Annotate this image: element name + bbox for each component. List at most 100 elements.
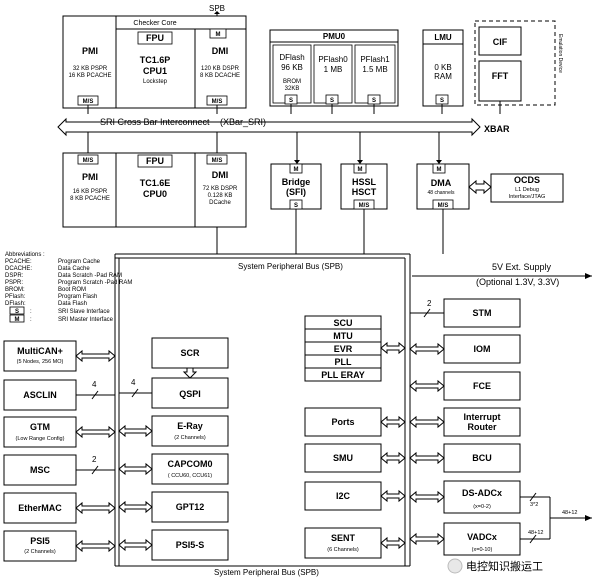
hssl-port-top: M: [358, 167, 363, 173]
abbrev-key: PFlash:: [5, 294, 26, 300]
fft-block: [478, 60, 522, 102]
abbrev-value: Program Scratch -Pad RAM: [58, 280, 132, 286]
sent-title: SENT: [331, 533, 356, 543]
qspi-bus-width: 4: [131, 378, 136, 387]
multican-title: MultiCAN+: [17, 346, 63, 356]
bridge-title: Bridge: [282, 177, 311, 187]
checker-core-label: Checker Core: [133, 20, 176, 27]
capcom-block: CAPCOM0 ( CCU60, CCU61): [151, 453, 229, 485]
brom-size: 32KB: [285, 86, 300, 92]
supply-line2: (Optional 1.3V, 3.3V): [476, 277, 559, 287]
asclin-block: ASCLIN: [3, 379, 77, 411]
ocds-block: OCDS L1 Debug Interface/JTAG: [490, 173, 564, 203]
msc-block: MSC: [3, 454, 77, 486]
gtm-sub: (Low Range Config): [16, 436, 65, 442]
cpu1-dmi-port: M/S: [212, 99, 223, 105]
xbar-label: XBAR: [484, 124, 510, 134]
iom-title: IOM: [474, 344, 491, 354]
sri-crossbar: SRI Cross Bar Interconnect (XBar_SRI) XB…: [57, 117, 510, 137]
pll-label: PLL: [335, 357, 353, 367]
qspi-title: QSPI: [179, 389, 201, 399]
psi5-sub: (2 Channels): [24, 549, 56, 555]
pmu0-port-1: S: [289, 98, 293, 104]
vadc-block: VADCx (x=0-10): [443, 522, 521, 556]
sent-sub: (6 Channels): [327, 547, 359, 553]
cpu0-core-id: CPU0: [143, 189, 167, 199]
abbrev-value: Data Cache: [58, 266, 90, 272]
cpu0-pmi-port: M/S: [83, 158, 94, 164]
dsadc-bus-label-1: 3*2: [530, 502, 538, 508]
abbrev-title: Abbreviations :: [5, 252, 45, 258]
evr-label: EVR: [334, 344, 353, 354]
sent-block: SENT (6 Channels): [304, 527, 382, 559]
msc-bus-width: 2: [92, 455, 97, 464]
multican-sub: (5 Nodes, 256 MO): [17, 359, 64, 365]
psi5-title: PSI5: [30, 536, 50, 546]
wechat-icon: [447, 558, 463, 574]
spb-top-label: System Peripheral Bus (SPB): [238, 262, 343, 271]
cpu0-pmi-title: PMI: [82, 172, 98, 182]
system-control-stack: SCU MTU EVR PLL PLL ERAY: [304, 315, 382, 382]
abbrev-key: DFlash:: [5, 301, 26, 307]
scu-label: SCU: [333, 318, 352, 328]
dma-block: M DMA 48 channels M/S: [416, 163, 470, 210]
interrupt-router-block: Interrupt Router: [443, 407, 521, 437]
brom-title: BROM: [283, 79, 301, 85]
top-spb-label: SPB: [209, 4, 225, 13]
cpu0-core-name: TC1.6E: [140, 178, 171, 188]
dma-title: DMA: [431, 178, 452, 188]
dma-port: M/S: [438, 203, 449, 209]
supply-line1: 5V Ext. Supply: [492, 262, 552, 272]
cpu0-dmi-port: M/S: [212, 158, 223, 164]
smu-block: SMU: [304, 443, 382, 473]
lmu-block: LMU 0 KB RAM S: [422, 29, 464, 107]
pmu0-port-3: S: [372, 98, 376, 104]
hssl-block: M HSSL HSCT M/S: [340, 163, 388, 210]
bridge-block: M Bridge (SFI) S: [270, 163, 322, 210]
scr-title: SCR: [180, 348, 200, 358]
spb-bottom-label: System Peripheral Bus (SPB): [214, 568, 319, 577]
pflash0-size: 1 MB: [324, 65, 343, 74]
cpu1-dmi-line2: 8 KB DCACHE: [200, 73, 240, 79]
vadc-title: VADCx: [467, 532, 497, 542]
abbreviations: Abbreviations : PCACHE: Program Cache DC…: [5, 252, 132, 323]
dsadc-title: DS-ADCx: [462, 488, 502, 498]
cpu1-pmi-line2: 16 KB PCACHE: [68, 73, 111, 79]
pll-eray-label: PLL ERAY: [321, 370, 365, 380]
cpu1-pmi-line1: 32 KB PSPR: [73, 66, 108, 72]
lmu-type: RAM: [434, 72, 452, 81]
cpu0-pmi-line1: 16 KB PSPR: [73, 189, 108, 195]
abbrev-key: S: [15, 309, 19, 315]
abbrev-key: PCACHE:: [5, 259, 32, 265]
hssl-sub: HSCT: [352, 187, 377, 197]
eray-block: E-Ray (2 Channels): [151, 415, 229, 447]
abbrev-value: Data Scratch -Pad RAM: [58, 273, 122, 279]
ports-block: Ports: [304, 407, 382, 437]
bcu-block: BCU: [443, 443, 521, 473]
dma-port-top: M: [437, 167, 442, 173]
dsadc-sub: (x=0-2): [473, 504, 491, 510]
i2c-label: I2C: [336, 491, 351, 501]
abbrev-value: SRI Slave Interface: [58, 309, 110, 315]
stm-bus-width: 2: [427, 299, 432, 308]
bridge-port: S: [294, 203, 298, 209]
ir-line1: Interrupt: [464, 412, 501, 422]
iom-block: IOM: [443, 334, 521, 364]
bcu-title: BCU: [472, 453, 492, 463]
capcom-sub: ( CCU60, CCU61): [168, 473, 212, 479]
gtm-block: GTM (Low Range Config): [3, 416, 77, 448]
emulation-side-label: Emulation Device: [557, 34, 563, 73]
cpu1-pmi-title: PMI: [82, 46, 98, 56]
pflash0-title: PFlash0: [318, 55, 348, 64]
lmu-title: LMU: [434, 33, 452, 42]
cpu0-dmi-line1: 72 KB DSPR: [203, 186, 238, 192]
dflash-size: 96 KB: [281, 63, 303, 72]
adc-bus-label: 48+12: [562, 510, 577, 516]
cif-label: CIF: [493, 37, 508, 47]
pmu0-port-2: S: [330, 98, 334, 104]
mtu-label: MTU: [333, 331, 353, 341]
scr-block: SCR: [151, 337, 229, 369]
msc-title: MSC: [30, 465, 51, 475]
cpu1-core-name: TC1.6P: [140, 55, 171, 65]
cpu1-fpu: FPU: [146, 33, 164, 43]
